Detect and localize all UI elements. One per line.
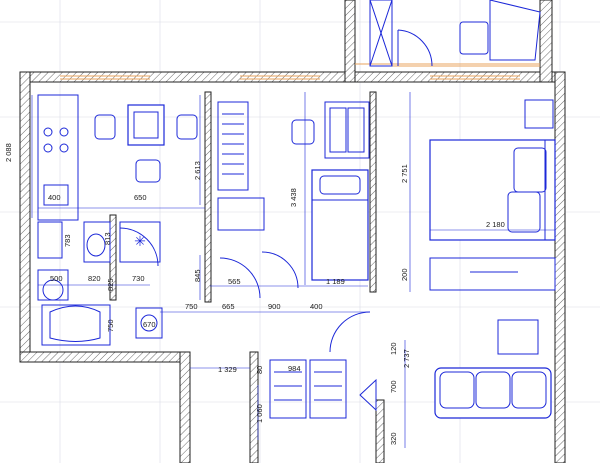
wardrobe (269, 359, 307, 419)
dimension-label: 2 088 (4, 143, 13, 162)
dimension-labels: 2 088 400 650 2 613 3 438 2 751 2 180 78… (4, 143, 505, 445)
door-swing (329, 311, 371, 353)
dimension-label: 750 (106, 319, 115, 332)
chair-icon (135, 159, 161, 183)
dining-table (127, 104, 165, 146)
shoe-cabinet (217, 197, 265, 231)
dimension-label: 2 613 (193, 161, 202, 180)
toilet (83, 221, 111, 263)
living-room (429, 99, 556, 419)
chair-icon (459, 21, 489, 55)
dimension-label: 665 (222, 302, 235, 311)
dimension-label: 845 (193, 269, 202, 282)
door-swing (261, 251, 299, 289)
dimension-label: 730 (132, 274, 145, 283)
wardrobe (309, 359, 347, 419)
windows (60, 63, 540, 80)
dimension-label: 1 060 (255, 404, 264, 423)
upper-room (369, 0, 541, 67)
burner-icon (43, 127, 53, 137)
shower-tray (119, 221, 161, 263)
dimension-label: 2 751 (400, 164, 409, 183)
door-swing (119, 227, 159, 267)
nightstand (524, 99, 554, 129)
dimension-label: 820 (88, 274, 101, 283)
dimension-label: 120 (389, 342, 398, 355)
washing-machine (37, 221, 63, 259)
dimension-label: 3 438 (289, 188, 298, 207)
dimension-label: 565 (228, 277, 241, 286)
cabinet (324, 101, 370, 159)
single-bed (311, 169, 369, 281)
wardrobe (217, 101, 249, 191)
burner-icon (59, 143, 69, 153)
sofa (434, 367, 552, 419)
dimension-label: 670 (143, 320, 156, 329)
tv-stand (429, 257, 556, 291)
middle-bedroom (291, 101, 370, 281)
lower-storage (269, 359, 377, 419)
dimension-label: 2 180 (486, 220, 505, 229)
dimension-lines (31, 92, 555, 448)
kitchen (37, 94, 198, 221)
dimension-label: 400 (48, 193, 61, 202)
dimension-label: 900 (268, 302, 281, 311)
burner-icon (43, 143, 53, 153)
chair-icon (176, 114, 198, 140)
hallway (217, 101, 371, 353)
door-swing (397, 29, 433, 67)
bathroom: ✳ (37, 221, 163, 346)
sink (43, 184, 69, 206)
door-swing (359, 378, 377, 412)
double-bed (429, 139, 556, 241)
dimension-label: 1 189 (326, 277, 345, 286)
dimension-label: 984 (288, 364, 301, 373)
dimension-label: 2 737 (402, 349, 411, 368)
wardrobe-cross (369, 0, 393, 67)
dimension-label: 1 329 (218, 365, 237, 374)
shower-icon: ✳ (134, 233, 146, 249)
dimension-label: 320 (389, 432, 398, 445)
boiler (135, 307, 163, 339)
pillow (319, 175, 361, 195)
dimension-label: 500 (50, 274, 63, 283)
kitchen-counter (37, 94, 79, 221)
dimension-label: 200 (400, 268, 409, 281)
dimension-label: 400 (310, 302, 323, 311)
burner-icon (59, 127, 69, 137)
door-swing (219, 257, 261, 299)
bathtub (41, 304, 111, 346)
dimension-label: 825 (106, 278, 115, 291)
dimension-label: 700 (389, 380, 398, 393)
pillow (507, 191, 541, 233)
dimension-label: 783 (63, 234, 72, 247)
chair-icon (94, 114, 116, 140)
walls (19, 0, 566, 463)
dimension-label: 650 (134, 193, 147, 202)
chair-icon (291, 119, 315, 145)
dimension-label: 80 (255, 366, 264, 374)
dimension-label: 750 (185, 302, 198, 311)
dimension-label: 813 (103, 232, 112, 245)
desk (489, 0, 541, 61)
coffee-table (497, 319, 539, 355)
